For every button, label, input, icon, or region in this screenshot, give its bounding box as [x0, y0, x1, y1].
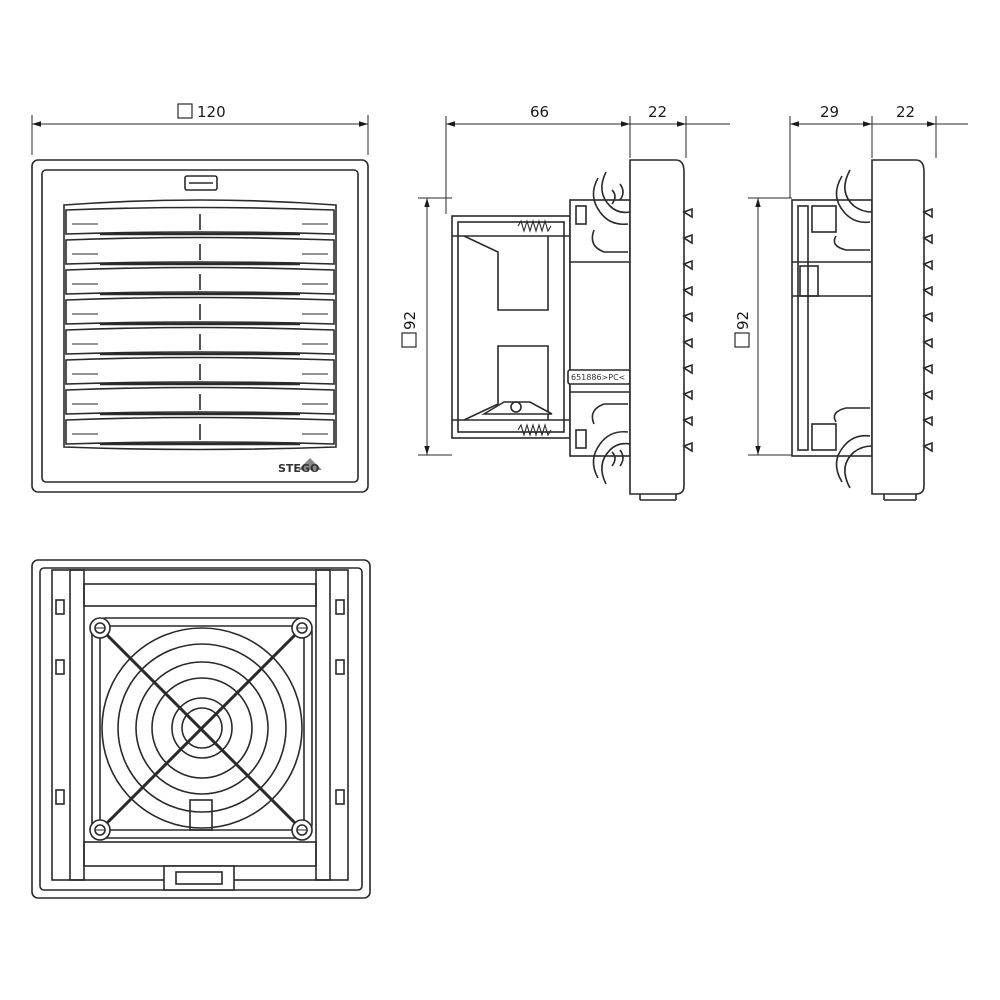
- louvre-slat: [65, 206, 335, 236]
- front-view: STEGO: [31, 159, 369, 493]
- screw-icon: [89, 617, 111, 639]
- grille-tooth: [682, 389, 693, 401]
- louvre-slat: [65, 386, 335, 416]
- grille-tooth: [682, 415, 693, 427]
- grille-tooth: [922, 363, 933, 375]
- label-slim-depth-grille: 22: [896, 103, 915, 121]
- grille-tooth: [922, 441, 933, 453]
- label-side-height: 92: [401, 311, 419, 330]
- grille-tooth: [922, 207, 933, 219]
- grille-tooth: [922, 285, 933, 297]
- rear-view: [31, 559, 371, 899]
- grille-tooth: [922, 389, 933, 401]
- grille-tooth: [682, 441, 693, 453]
- louvre-slat: [65, 326, 335, 356]
- grille-tooth: [682, 337, 693, 349]
- screw-icon: [89, 819, 111, 841]
- grille-tooth: [922, 415, 933, 427]
- side-view-fan: 651886>PC<: [451, 159, 693, 501]
- grille-tooth: [682, 311, 693, 323]
- label-slim-depth: 29: [820, 103, 839, 121]
- label-side-depth-grille: 22: [648, 103, 667, 121]
- louvre-slat: [65, 356, 335, 386]
- dimension-slim-depths: [789, 116, 968, 198]
- stego-logo: STEGO: [278, 458, 322, 475]
- grille-tooth: [682, 233, 693, 245]
- grille-tooth: [922, 233, 933, 245]
- screw-icon: [291, 819, 313, 841]
- dimension-side-height: [401, 197, 452, 456]
- louvre-slat: [65, 236, 335, 266]
- screw-icon: [291, 617, 313, 639]
- logo-text: STEGO: [278, 462, 319, 475]
- louvre-slat: [65, 296, 335, 326]
- label-side-depth-fan: 66: [530, 103, 549, 121]
- dimension-slim-height: [734, 197, 792, 456]
- dimension-front-width: [31, 103, 369, 155]
- dimension-side-depths: [445, 116, 730, 214]
- louvre-slat: [65, 266, 335, 296]
- grille-tooth: [682, 207, 693, 219]
- label-front-width: 120: [197, 103, 226, 121]
- grille-tooth: [922, 259, 933, 271]
- grille-tooth: [682, 259, 693, 271]
- grille-tooth: [922, 311, 933, 323]
- side-view-slim: [791, 159, 933, 501]
- grille-tooth: [682, 285, 693, 297]
- label-slim-height: 92: [734, 311, 752, 330]
- grille-tooth: [922, 337, 933, 349]
- housing-marking: 651886>PC<: [571, 373, 625, 382]
- louvre-slat: [65, 416, 335, 446]
- grille-tooth: [682, 363, 693, 375]
